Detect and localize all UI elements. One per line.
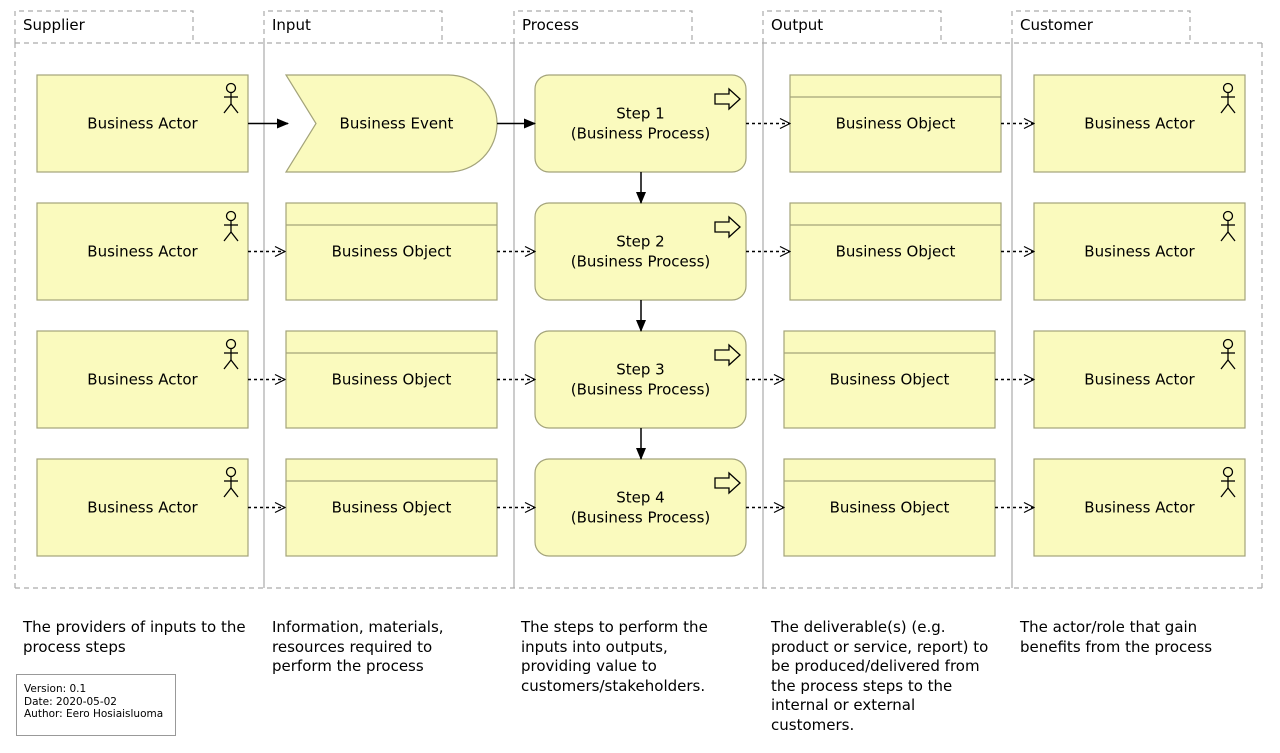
description-line: The steps to perform the [521, 618, 708, 636]
element-label: Business Event [340, 115, 454, 133]
process-step-4[interactable]: Step 4 (Business Process) [534, 458, 747, 557]
element-label: Business Object [332, 499, 452, 517]
lane-input: Input [263, 10, 443, 43]
supplier-actor-4[interactable]: Business Actor [36, 458, 249, 557]
step-subtitle: (Business Process) [571, 509, 711, 527]
description-line: Information, materials, [272, 618, 444, 636]
customer-description: The actor/role that gain benefits from t… [1020, 618, 1212, 657]
step-subtitle: (Business Process) [571, 125, 711, 143]
step-title: Step 1 [616, 105, 664, 123]
description-line: be produced/delivered from [771, 657, 980, 675]
input-business-object-4[interactable]: Business Object [285, 458, 498, 557]
description-line: process steps [23, 637, 126, 656]
process-arrow-icon [714, 87, 741, 111]
actor-icon [223, 466, 239, 498]
output-business-object-4[interactable]: Business Object [783, 458, 996, 557]
step-title: Step 2 [616, 233, 664, 251]
description-line: the process steps to the [771, 676, 953, 695]
lane-title: Output [771, 16, 823, 34]
description-line: benefits from the process [1020, 637, 1213, 656]
element-label: Business Object [836, 115, 956, 133]
customer-actor-1[interactable]: Business Actor [1033, 74, 1246, 173]
process-arrow-icon [714, 343, 741, 367]
date-text: Date: 2020-05-02 [24, 695, 117, 708]
actor-icon [1220, 466, 1236, 498]
input-description: Information, materials, resources requir… [272, 618, 444, 677]
element-label: Business Actor [1084, 371, 1195, 389]
element-label: Business Actor [1084, 115, 1195, 133]
actor-icon [1220, 82, 1236, 114]
customer-actor-2[interactable]: Business Actor [1033, 202, 1246, 301]
process-description: The steps to perform the inputs into out… [521, 618, 708, 696]
element-label: Business Actor [87, 243, 198, 261]
description-line: product or service, report) to [771, 637, 989, 656]
element-label: Business Object [830, 371, 950, 389]
lane-tab [513, 10, 693, 43]
lane-customer: Customer [1011, 10, 1191, 43]
sipoc-diagram: Supplier Input Process Output Customer Busin… [14, 10, 1263, 589]
process-arrow-icon [714, 471, 741, 495]
lane-process: Process [513, 10, 693, 43]
element-label: Business Actor [87, 499, 198, 517]
supplier-actor-3[interactable]: Business Actor [36, 330, 249, 429]
version-info-box: Version: 0.1 Date: 2020-05-02 Author: Ee… [16, 674, 176, 736]
lane-title: Supplier [23, 16, 86, 34]
element-label: Business Actor [87, 371, 198, 389]
process-step-2[interactable]: Step 2 (Business Process) [534, 202, 747, 301]
supplier-actor-2[interactable]: Business Actor [36, 202, 249, 301]
description-line: providing value to [521, 657, 657, 675]
customer-actor-3[interactable]: Business Actor [1033, 330, 1246, 429]
lane-title: Process [522, 16, 579, 34]
input-business-object-3[interactable]: Business Object [285, 330, 498, 429]
version-text: Version: 0.1 [24, 683, 87, 695]
element-label: Business Object [830, 499, 950, 517]
output-business-object-2[interactable]: Business Object [789, 202, 1002, 301]
output-business-object-3[interactable]: Business Object [783, 330, 996, 429]
supplier-actor-1[interactable]: Business Actor [36, 74, 249, 173]
input-business-object-2[interactable]: Business Object [285, 202, 498, 301]
element-label: Business Object [836, 243, 956, 261]
lane-tab [762, 10, 942, 43]
element-label: Business Actor [1084, 243, 1195, 261]
actor-icon [1220, 338, 1236, 370]
description-line: The providers of inputs to the [23, 618, 246, 636]
output-business-object-1[interactable]: Business Object [789, 74, 1002, 173]
step-title: Step 3 [616, 361, 664, 379]
description-line: resources required to [272, 637, 433, 656]
lane-title: Customer [1020, 16, 1094, 34]
lane-tab [263, 10, 443, 43]
process-step-1[interactable]: Step 1 (Business Process) [534, 74, 747, 173]
description-line: internal or external [771, 696, 916, 714]
customer-actor-4[interactable]: Business Actor [1033, 458, 1246, 557]
actor-icon [223, 338, 239, 370]
description-line: customers/stakeholders. [521, 676, 706, 695]
step-subtitle: (Business Process) [571, 253, 711, 271]
element-label: Business Actor [1084, 499, 1195, 517]
element-label: Business Actor [87, 115, 198, 133]
actor-icon [223, 82, 239, 114]
process-arrow-icon [714, 215, 741, 239]
element-label: Business Object [332, 371, 452, 389]
lane-title: Input [272, 16, 311, 34]
author-text: Author: Eero Hosiaisluoma [24, 708, 164, 720]
supplier-description: The providers of inputs to the process s… [23, 618, 246, 657]
lane-tab [14, 10, 194, 43]
process-step-3[interactable]: Step 3 (Business Process) [534, 330, 747, 429]
description-line: inputs into outputs, [521, 637, 668, 656]
output-description: The deliverable(s) (e.g. product or serv… [771, 618, 988, 735]
step-subtitle: (Business Process) [571, 381, 711, 399]
actor-icon [1220, 210, 1236, 242]
description-line: The deliverable(s) (e.g. [771, 618, 946, 636]
element-label: Business Object [332, 243, 452, 261]
description-line: The actor/role that gain [1020, 618, 1198, 636]
lane-tab [1011, 10, 1191, 43]
description-line: customers. [771, 715, 855, 734]
description-line: perform the process [272, 657, 424, 675]
lane-supplier: Supplier [14, 10, 194, 43]
input-business-event[interactable]: Business Event [284, 74, 498, 173]
actor-icon [223, 210, 239, 242]
step-title: Step 4 [616, 489, 664, 507]
lane-output: Output [762, 10, 942, 43]
